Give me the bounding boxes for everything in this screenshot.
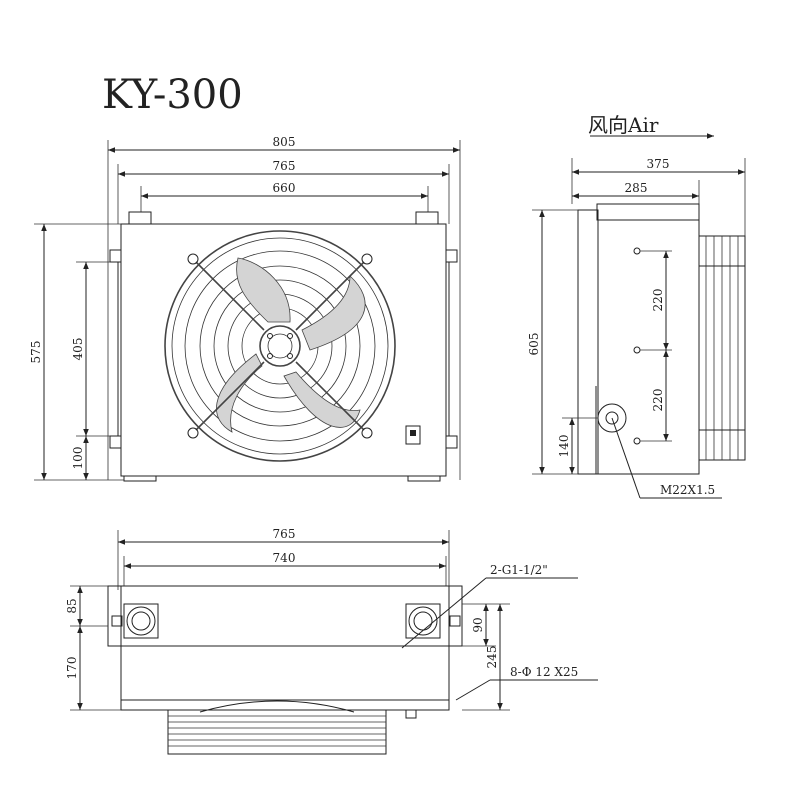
- dim-flange-lower: 170: [65, 657, 79, 680]
- airflow-label: 风向Air: [588, 113, 659, 137]
- inlet-port-right: [405, 603, 441, 639]
- front-housing: [120, 223, 447, 477]
- fan-blade: [301, 275, 366, 351]
- foot-left: [123, 475, 157, 482]
- dim-overall-depth: 375: [647, 157, 670, 171]
- fan-blade: [283, 371, 361, 428]
- foot-right: [407, 475, 441, 482]
- fan-blade: [216, 353, 263, 433]
- dim-body-depth: 285: [625, 181, 648, 195]
- bottom-housing: [120, 585, 450, 711]
- hole-leader: [455, 679, 491, 701]
- dim-drain-height: 140: [557, 435, 571, 458]
- side-housing: [597, 219, 700, 475]
- dim-bottom-offset: 100: [71, 447, 85, 470]
- dim-inner-width: 740: [273, 551, 296, 565]
- fan-blade: [236, 257, 291, 323]
- mount-hole: [633, 437, 641, 445]
- port-leader: [401, 577, 487, 649]
- dim-flange-upper: 85: [65, 598, 79, 613]
- dim-bottom-body-width: 765: [273, 527, 296, 541]
- drain-thread-label: M22X1.5: [660, 483, 715, 497]
- dim-spacing-upper: 220: [651, 289, 665, 312]
- drain-leader: [611, 417, 641, 499]
- dim-overall-height: 575: [29, 341, 43, 364]
- dim-overall-width: 805: [273, 135, 296, 149]
- inlet-port-left: [123, 603, 159, 639]
- port-label: 2-G1-1/2": [490, 563, 548, 577]
- front-view: 805 765 660: [29, 135, 461, 482]
- bottom-view: 765 740 85 170: [65, 527, 598, 755]
- mount-hole: [633, 346, 641, 354]
- dim-spacing-lower: 220: [651, 389, 665, 412]
- dim-port-height: 90: [471, 617, 485, 632]
- dim-body-width: 765: [273, 159, 296, 173]
- dim-port-offset: 245: [485, 646, 499, 669]
- dim-side-height: 605: [527, 333, 541, 356]
- top-port-right: [415, 211, 439, 225]
- hole-label: 8-Φ 12 X25: [510, 665, 578, 679]
- model-title: KY-300: [102, 72, 243, 118]
- mount-hole: [633, 247, 641, 255]
- dim-mount-span: 660: [273, 181, 296, 195]
- dim-mount-height: 405: [71, 338, 85, 361]
- terminal-box: [405, 425, 421, 445]
- bottom-guard: [167, 709, 387, 755]
- side-flange: [577, 209, 599, 475]
- top-port-left: [128, 211, 152, 225]
- side-view: 375 285 605 220 220: [527, 157, 746, 499]
- fan-guard: [164, 230, 396, 462]
